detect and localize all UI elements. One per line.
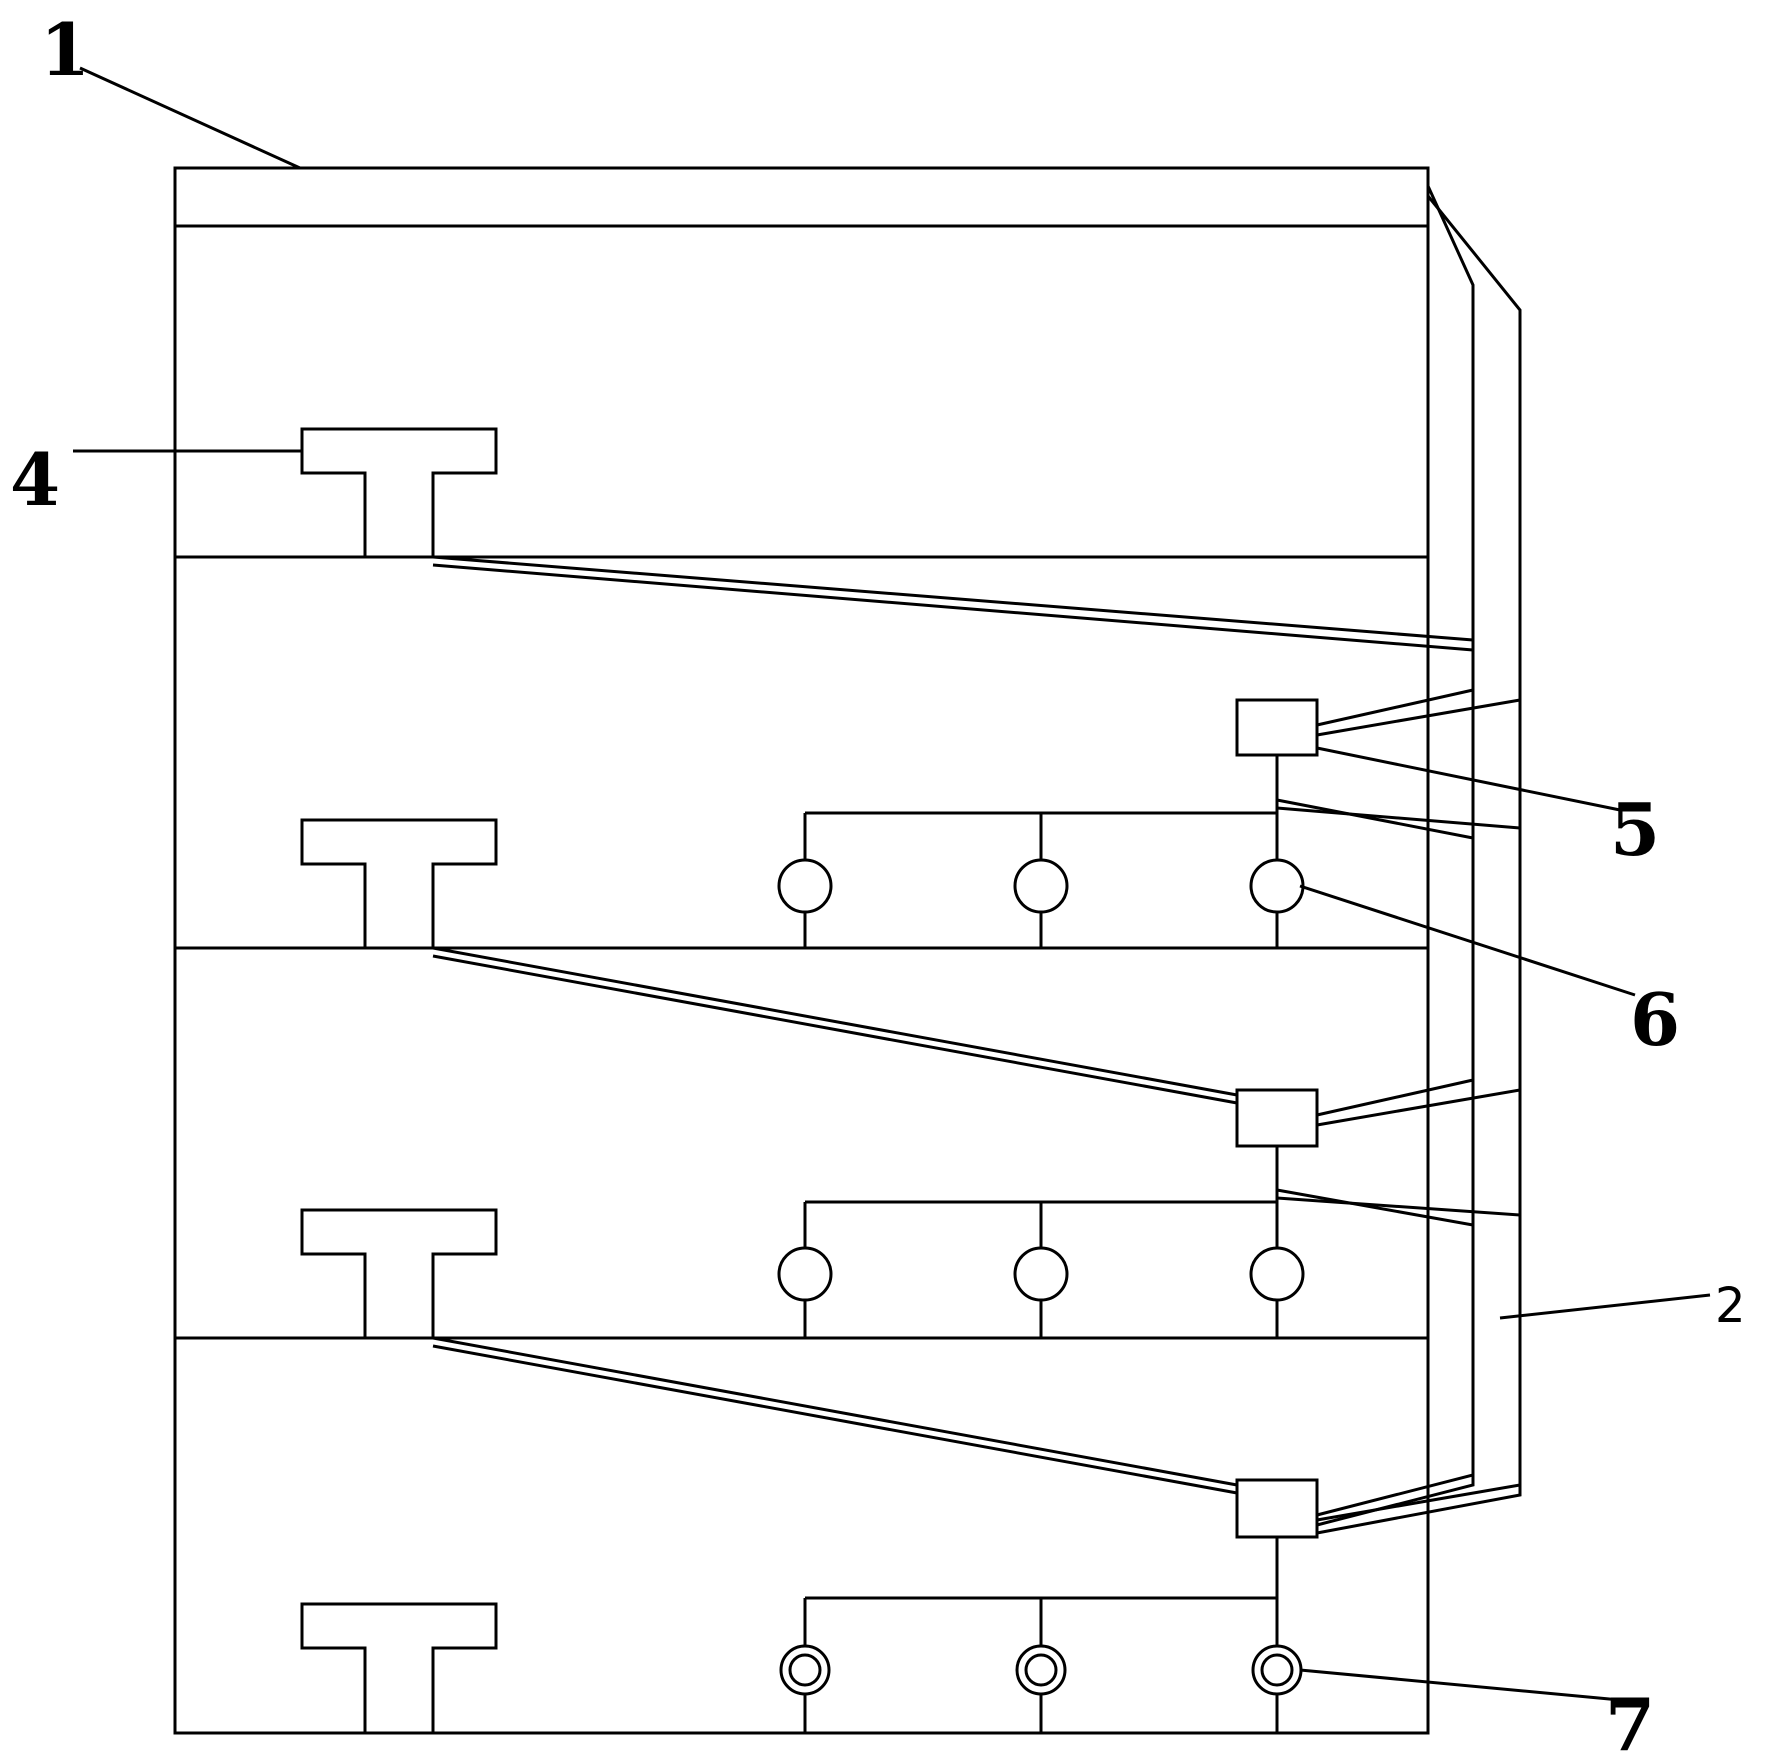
label-4: 4 <box>10 437 60 522</box>
lamp-inner-icon <box>1024 1653 1058 1687</box>
label-5: 5 <box>1610 787 1660 872</box>
lamp-icon <box>777 1246 833 1302</box>
lamp-inner-icon <box>1260 1653 1294 1687</box>
cables <box>432 185 1522 1535</box>
label-7: 7 <box>1605 1682 1655 1755</box>
label-2: 2 <box>1715 1278 1746 1334</box>
label-1: 1 <box>40 7 90 92</box>
lamps <box>777 858 1305 1696</box>
lamp-icon <box>1015 1644 1067 1696</box>
lamp-icon <box>1013 858 1069 914</box>
lamp-icon <box>1249 858 1305 914</box>
t-beams <box>300 427 498 1733</box>
lamp-icon <box>1013 1246 1069 1302</box>
junction-box-3 <box>1235 1478 1319 1539</box>
junction-box-2 <box>1235 1088 1319 1148</box>
labels: 1 4 5 6 2 7 <box>10 7 1746 1755</box>
t-beam-4 <box>300 1602 498 1733</box>
t-beam-3 <box>300 1208 498 1338</box>
lamp-icon <box>1251 1644 1303 1696</box>
lamp-inner-icon <box>788 1653 822 1687</box>
building-frame <box>173 166 1430 1735</box>
lamp-icon <box>779 1644 831 1696</box>
lamp-icon <box>777 858 833 914</box>
t-beam-2 <box>300 818 498 948</box>
leader-lines <box>73 66 1711 1702</box>
label-6: 6 <box>1630 977 1680 1062</box>
junction-box-1 <box>1235 698 1319 757</box>
lamp-icon <box>1249 1246 1305 1302</box>
lamp-circuits <box>803 755 1279 1733</box>
t-beam-1 <box>300 427 498 557</box>
